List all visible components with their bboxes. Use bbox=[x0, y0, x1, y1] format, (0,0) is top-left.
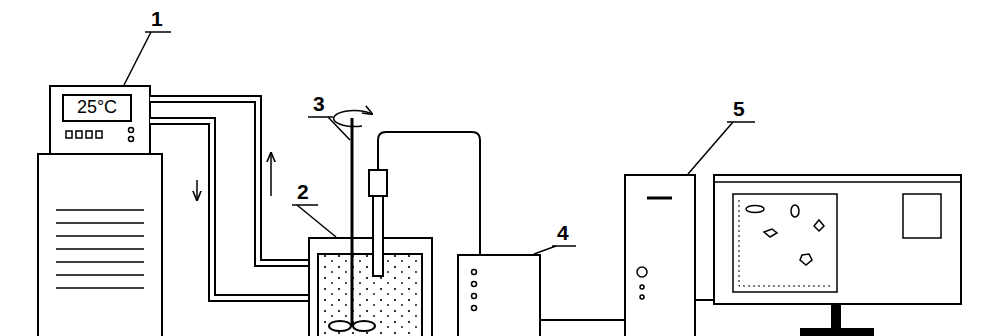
callout-leaders bbox=[124, 32, 755, 254]
callout-number: 1 bbox=[151, 7, 163, 30]
callout-number: 3 bbox=[313, 92, 325, 115]
display-box: 25°C bbox=[62, 94, 132, 122]
flow-arrow bbox=[270, 153, 272, 196]
measuring-unit bbox=[458, 255, 625, 336]
temperature-readout: 25°C bbox=[77, 98, 117, 118]
coolant-tubes bbox=[150, 99, 309, 298]
thermostat bbox=[38, 86, 162, 336]
flow-arrow bbox=[196, 180, 198, 200]
computer bbox=[625, 175, 961, 336]
thermostated-vessel bbox=[309, 238, 432, 336]
callout-number: 5 bbox=[733, 97, 745, 120]
callout-number: 2 bbox=[297, 180, 309, 203]
callout-number: 4 bbox=[557, 221, 569, 244]
stirrer bbox=[329, 111, 375, 331]
